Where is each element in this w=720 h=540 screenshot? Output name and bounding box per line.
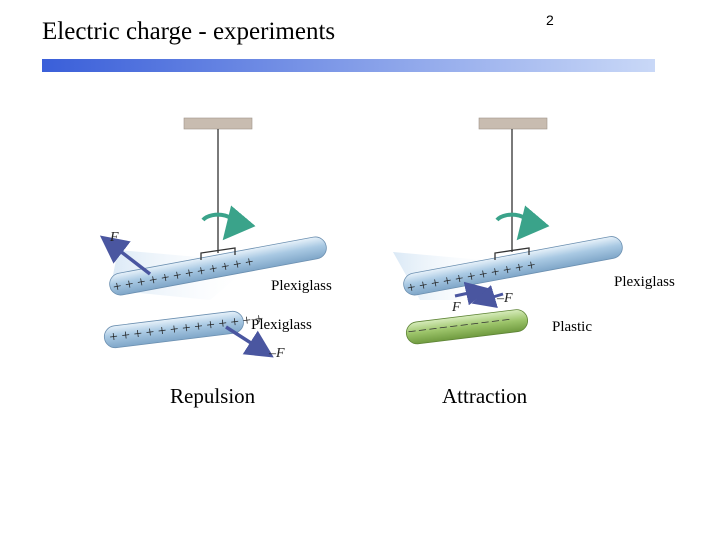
lower-rod-label-left: Plexiglass — [251, 317, 312, 333]
ceiling-mount — [183, 117, 253, 130]
hanging-rod-label-left: Plexiglass — [271, 278, 332, 294]
force-label: –F — [268, 346, 285, 361]
right-experiment — [393, 117, 623, 345]
ceiling-mount — [478, 117, 548, 130]
rod-clamp — [494, 247, 530, 260]
caption-attraction: Attraction — [442, 384, 528, 408]
plastic-rod — [405, 309, 529, 345]
force-label: F — [109, 230, 119, 245]
force-label: –F — [496, 291, 513, 306]
hanging-rod — [403, 236, 623, 296]
rotation-arrow-icon — [201, 205, 256, 241]
slide-number: 2 — [546, 12, 554, 28]
rotation-arrow-icon — [495, 205, 550, 241]
slide-title: Electric charge - experiments — [42, 18, 336, 45]
force-label: F — [451, 300, 461, 315]
charge-signs: + + + + + + + + + + + + + — [109, 311, 265, 346]
left-experiment — [99, 117, 327, 358]
lower-rod — [103, 310, 244, 349]
hanging-rod-label-right: Plexiglass — [614, 274, 675, 290]
force-arrow-lower — [471, 285, 504, 309]
rod-clamp — [200, 247, 236, 260]
force-arrow-upper — [99, 235, 152, 276]
caption-repulsion: Repulsion — [170, 384, 256, 408]
force-arrow-lower — [225, 325, 274, 358]
hanging-rod — [109, 236, 327, 296]
lower-rod-label-right: Plastic — [552, 319, 592, 335]
title-underline-bar — [42, 59, 655, 72]
